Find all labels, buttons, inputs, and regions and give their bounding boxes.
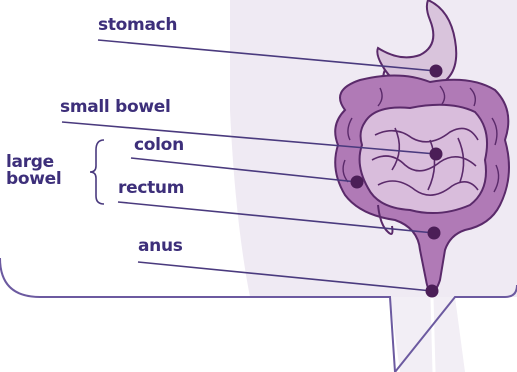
anus-marker <box>426 285 439 298</box>
small-bowel-label: small bowel <box>60 98 171 116</box>
rectum-marker <box>428 227 441 240</box>
stomach-label: stomach <box>98 16 177 34</box>
anus-label: anus <box>138 237 183 255</box>
rectum-label: rectum <box>118 179 184 197</box>
small-bowel-organ <box>360 105 487 213</box>
small-bowel-marker <box>430 148 443 161</box>
colon-label: colon <box>134 136 184 154</box>
large-bowel-label: large bowel <box>6 154 61 188</box>
colon-marker <box>351 176 364 189</box>
stomach-marker <box>430 65 443 78</box>
large-bowel-label-line2: bowel <box>6 171 61 188</box>
leg-silhouette <box>390 297 465 372</box>
leg-gap <box>432 297 434 372</box>
large-bowel-brace <box>90 140 104 204</box>
